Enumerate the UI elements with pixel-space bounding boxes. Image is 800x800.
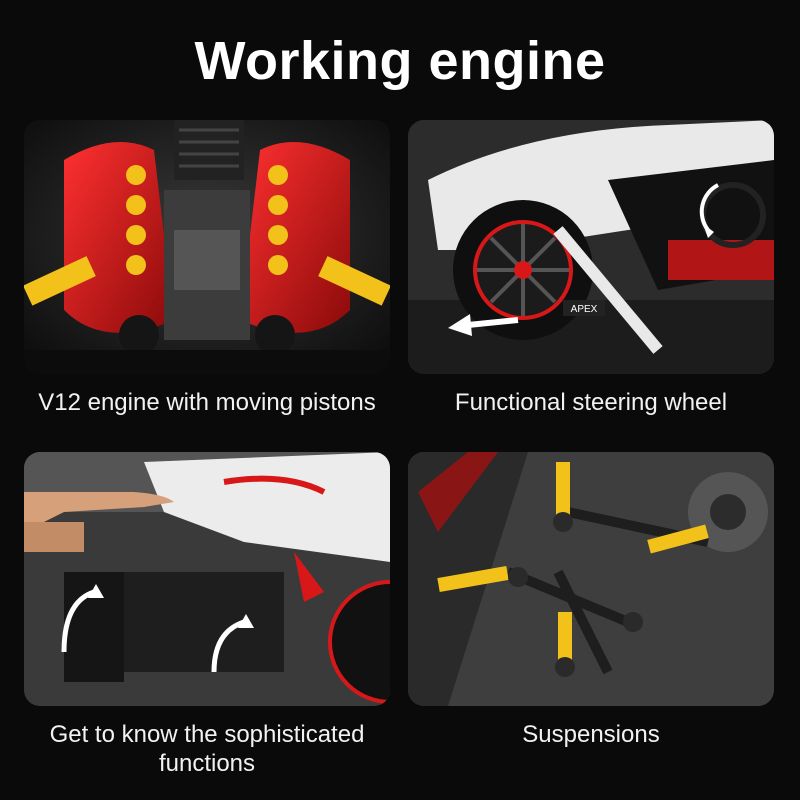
suspension-caption: Suspensions — [522, 721, 660, 748]
engine-caption: V12 engine with moving pistons — [38, 389, 376, 416]
apex-badge-text: APEX — [571, 304, 598, 315]
page-title: Working engine — [194, 31, 606, 91]
functions-photo — [24, 452, 390, 706]
suspension-photo — [408, 452, 774, 706]
functions-caption: Get to know the sophisticated functions — [49, 721, 365, 777]
engine-photo — [24, 120, 390, 374]
steering-caption: Functional steering wheel — [454, 389, 728, 416]
steering-photo: APEX — [408, 120, 774, 374]
